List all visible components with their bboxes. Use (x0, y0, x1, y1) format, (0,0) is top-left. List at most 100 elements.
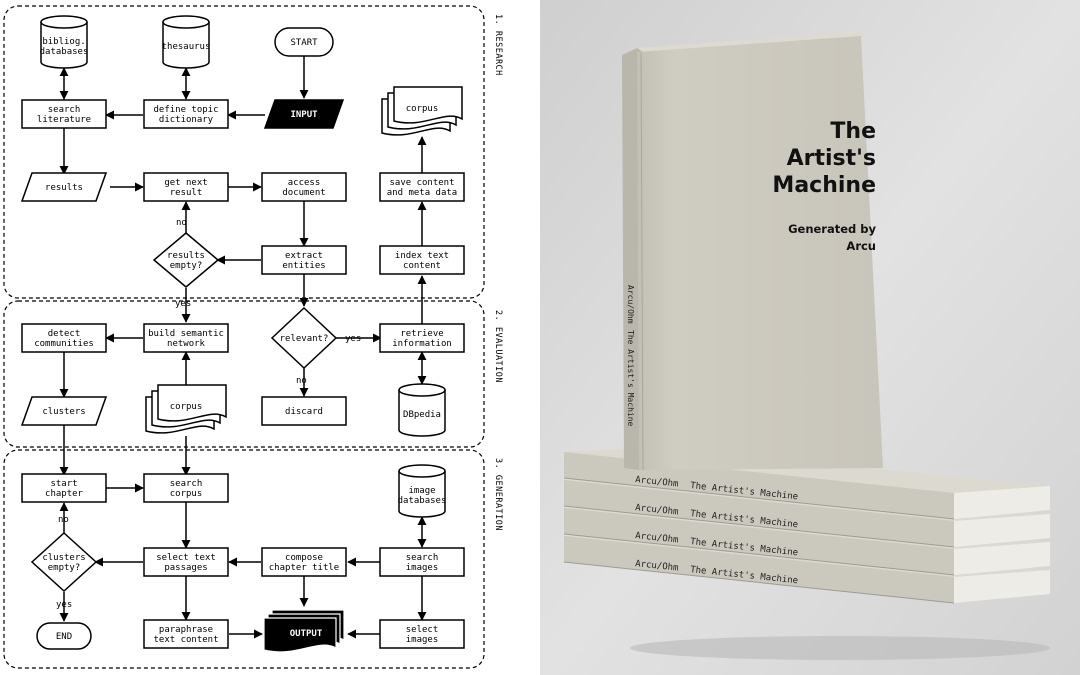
cover-subtitle-line-2: Arcu (846, 239, 876, 253)
section-generation-frame (3, 449, 485, 669)
stack-spine-author: Arcu/Ohm (635, 475, 679, 489)
upright-spine-author: Arcu/Ohm (626, 285, 635, 324)
flowchart-diagram: 1. RESEARCH 2. EVALUATION 3. GENERATION (3, 5, 503, 669)
edge-label-clusters-yes: yes (56, 600, 72, 610)
stack-spine-author: Arcu/Ohm (635, 559, 679, 573)
node-label: images (406, 635, 439, 645)
node-label: relevant? (280, 334, 329, 344)
node-input: INPUT (263, 99, 345, 129)
node-label: define topic (153, 105, 218, 115)
node-label: paraphrase (159, 625, 213, 635)
node-label: empty? (170, 261, 203, 271)
section-label-generation: 3. GENERATION (493, 458, 503, 531)
node-label: select (406, 625, 439, 635)
stack-spine-author: Arcu/Ohm (635, 503, 679, 517)
node-label: get next (164, 178, 207, 188)
node-label: literature (37, 115, 91, 125)
stack-shadow (630, 636, 1050, 660)
node-label: databases (398, 496, 447, 506)
node-results: results (20, 172, 108, 202)
node-label: INPUT (290, 110, 318, 120)
node-output: OUTPUT (263, 609, 345, 653)
node-label: empty? (48, 563, 81, 573)
node-label: databases (40, 47, 89, 57)
section-evaluation-frame (3, 300, 485, 448)
node-label: communities (34, 339, 94, 349)
edge-label-results-no: no (176, 218, 187, 228)
upright-book: Arcu/Ohm The Artist's Machine The Artist… (622, 32, 883, 471)
node-label: content (403, 261, 441, 271)
edge-label-results-yes: yes (175, 299, 191, 309)
node-dbpedia: DBpedia (398, 383, 446, 437)
node-label: select text (156, 553, 216, 563)
node-label: extract (285, 251, 323, 261)
section-research-frame (3, 5, 485, 299)
node-label: retrieve (400, 329, 443, 339)
node-label: start (50, 479, 77, 489)
cover-title-line-2: Artist's (787, 146, 876, 171)
node-label: index text (395, 251, 449, 261)
cover-title-line-3: Machine (772, 173, 876, 198)
section-label-research: 1. RESEARCH (493, 14, 503, 76)
node-label: search (48, 105, 81, 115)
node-label: text content (153, 635, 218, 645)
node-bibliog-databases: bibliog.databases (40, 15, 89, 69)
node-thesaurus: thesaurus (162, 15, 211, 69)
node-label: corpus (406, 104, 439, 114)
node-label: corpus (170, 489, 203, 499)
node-label: save content (389, 178, 454, 188)
node-label: document (282, 188, 325, 198)
node-label: compose (285, 553, 323, 563)
node-label: END (56, 632, 72, 642)
flowchart-edges (59, 56, 427, 639)
node-label: build semantic (148, 329, 224, 339)
stack-spine-author: Arcu/Ohm (635, 531, 679, 545)
node-label: START (290, 38, 318, 48)
node-label: thesaurus (162, 42, 211, 52)
node-label: and meta data (387, 188, 457, 198)
node-label: dictionary (159, 115, 214, 125)
upright-spine-title: The Artist's Machine (626, 330, 635, 427)
node-label: DBpedia (403, 410, 441, 420)
node-label: discard (285, 407, 323, 417)
node-corpus-mid: corpus (145, 384, 227, 434)
node-label: result (170, 188, 203, 198)
node-label: information (392, 339, 452, 349)
node-label: image (408, 486, 435, 496)
node-label: corpus (170, 402, 203, 412)
edge-label-relevant-yes: yes (345, 334, 361, 344)
node-label: chapter title (269, 563, 339, 573)
node-relevant: relevant? (270, 306, 338, 370)
node-start: START (274, 27, 334, 57)
section-label-evaluation: 2. EVALUATION (493, 310, 503, 383)
node-label: search (406, 553, 439, 563)
node-label: clusters (42, 553, 85, 563)
node-label: passages (164, 563, 207, 573)
upright-book-top-edge (637, 32, 866, 52)
node-clusters: clusters (20, 396, 108, 426)
node-label: results (167, 251, 205, 261)
node-label: search (170, 479, 203, 489)
edge-label-relevant-no: no (296, 376, 307, 386)
edge-label-clusters-no: no (58, 515, 69, 525)
node-label: chapter (45, 489, 84, 499)
node-end: END (36, 622, 92, 650)
